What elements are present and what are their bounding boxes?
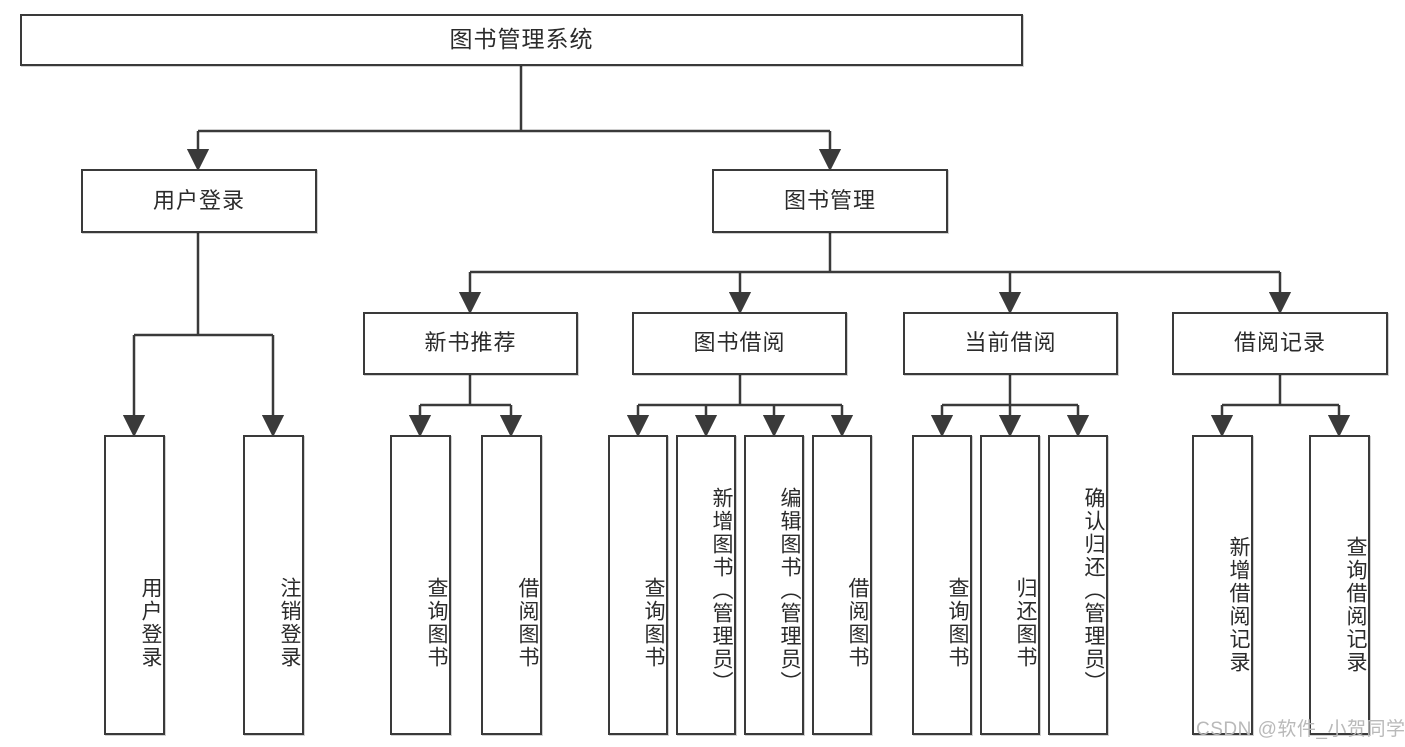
node-label: 新增图书（管理员） xyxy=(710,486,733,694)
node-leaf-query-book-1[interactable]: 查询图书 xyxy=(390,435,451,735)
node-leaf-edit-book[interactable]: 编辑图书（管理员） xyxy=(744,435,804,735)
csdn-watermark: CSDN @软件_小贺同学 xyxy=(1196,719,1405,740)
node-leaf-query-book-2[interactable]: 查询图书 xyxy=(608,435,668,735)
node-label: 用户登录 xyxy=(152,187,245,213)
node-leaf-confirm-return[interactable]: 确认归还（管理员） xyxy=(1048,435,1108,735)
node-leaf-borrow-book-1[interactable]: 借阅图书 xyxy=(481,435,542,735)
node-label: 确认归还（管理员） xyxy=(1082,486,1105,694)
node-label: 编辑图书（管理员） xyxy=(778,486,801,694)
node-label: 当前借阅 xyxy=(964,330,1057,356)
node-leaf-user-login[interactable]: 用户登录 xyxy=(104,435,165,735)
node-label: 归还图书 xyxy=(1014,577,1037,669)
node-label: 查询图书 xyxy=(425,577,448,669)
node-leaf-query-record[interactable]: 查询借阅记录 xyxy=(1309,435,1370,735)
node-label: 查询图书 xyxy=(642,577,665,669)
node-label: 新书推荐 xyxy=(424,330,517,356)
node-label: 借阅记录 xyxy=(1233,330,1326,356)
node-leaf-logout[interactable]: 注销登录 xyxy=(243,435,304,735)
node-book-borrow[interactable]: 图书借阅 xyxy=(632,312,847,375)
node-leaf-add-book[interactable]: 新增图书（管理员） xyxy=(676,435,736,735)
node-book-management[interactable]: 图书管理 xyxy=(712,169,948,233)
node-label: 图书管理 xyxy=(783,187,876,213)
node-borrow-record[interactable]: 借阅记录 xyxy=(1172,312,1388,375)
node-new-book-recommend[interactable]: 新书推荐 xyxy=(363,312,578,375)
node-current-borrow[interactable]: 当前借阅 xyxy=(903,312,1118,375)
node-label: 图书借阅 xyxy=(693,330,786,356)
node-leaf-borrow-book-2[interactable]: 借阅图书 xyxy=(812,435,872,735)
node-leaf-query-book-3[interactable]: 查询图书 xyxy=(912,435,972,735)
node-label: 用户登录 xyxy=(139,577,162,669)
node-user-login[interactable]: 用户登录 xyxy=(81,169,317,233)
node-label: 新增借阅记录 xyxy=(1227,536,1250,674)
node-label: 查询图书 xyxy=(946,577,969,669)
node-label: 查询借阅记录 xyxy=(1344,536,1367,674)
node-label: 注销登录 xyxy=(278,577,301,669)
node-label: 借阅图书 xyxy=(846,577,869,669)
node-leaf-return-book[interactable]: 归还图书 xyxy=(980,435,1040,735)
node-leaf-add-record[interactable]: 新增借阅记录 xyxy=(1192,435,1253,735)
node-label: 借阅图书 xyxy=(516,577,539,669)
node-root-book-management-system[interactable]: 图书管理系统 xyxy=(20,14,1023,66)
node-label: 图书管理系统 xyxy=(449,26,594,53)
